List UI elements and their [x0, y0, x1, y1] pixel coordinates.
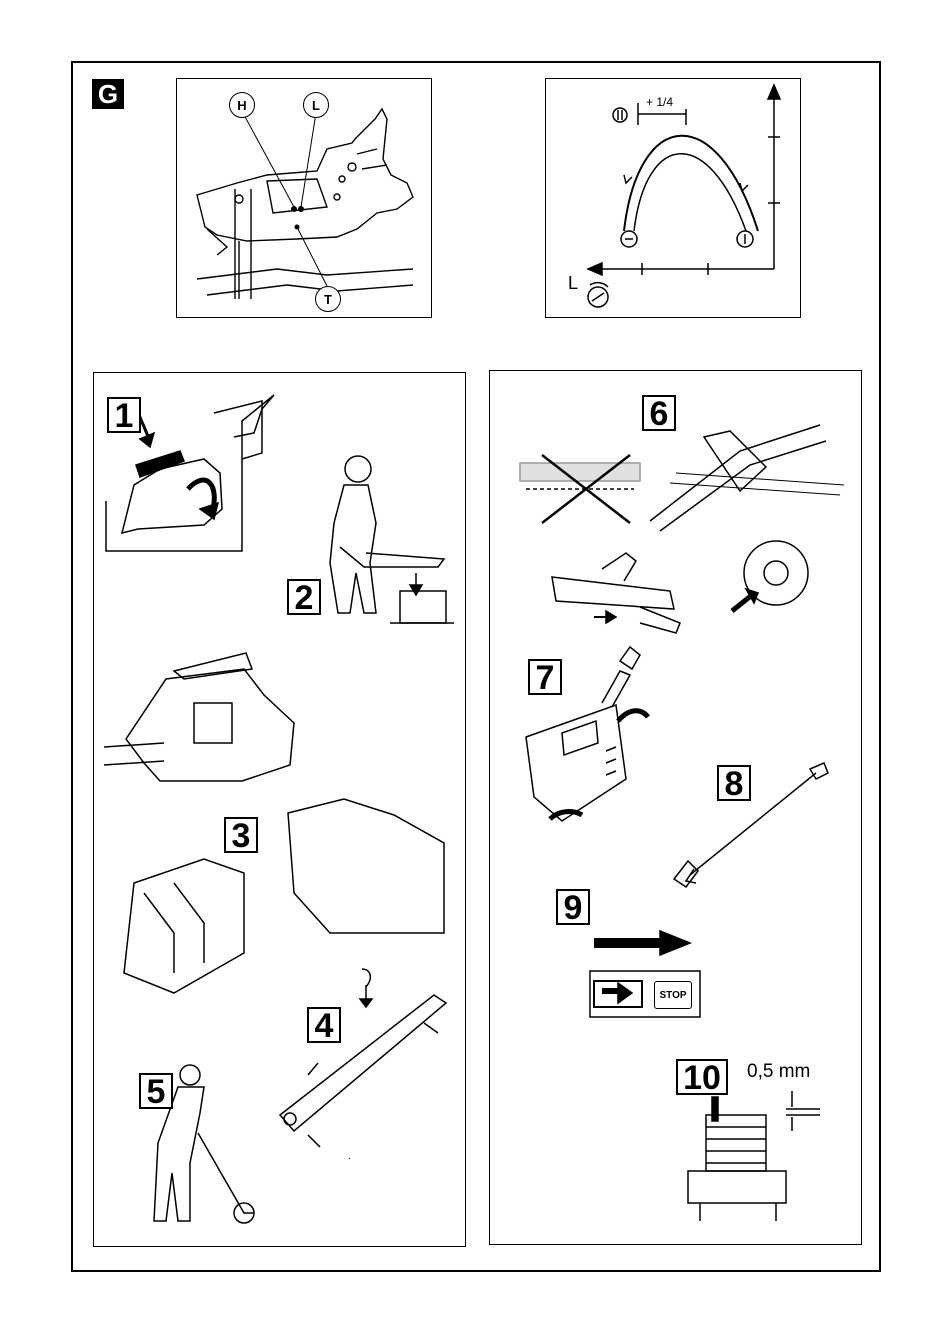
- section-badge: G: [92, 79, 124, 109]
- adjustment-increment-label: + 1/4: [646, 95, 673, 109]
- adjustment-chart-panel: + 1/4 L: [545, 78, 801, 318]
- step-number-2: 2: [287, 579, 321, 615]
- step-number-7: 7: [528, 659, 562, 695]
- spark-plug-gap-label: 0,5 mm: [747, 1061, 810, 1083]
- step-number-9: 9: [556, 889, 590, 925]
- carburetor-label-t: T: [315, 286, 341, 312]
- step-number-3: 3: [224, 817, 258, 853]
- left-steps-panel: . 1 2 3 4 5: [93, 372, 466, 1247]
- step-number-8: 8: [717, 765, 751, 801]
- right-steps-panel: 6 7 8 9 10 STOP 0,5 mm: [489, 370, 862, 1245]
- adjustment-chart-illustration: [546, 79, 802, 319]
- step-number-6: 6: [642, 395, 676, 431]
- adjustment-axis-label: L: [568, 273, 578, 294]
- step-number-5: 5: [139, 1073, 173, 1109]
- carburetor-panel: H L T: [176, 78, 432, 318]
- step-number-1: 1: [107, 397, 141, 433]
- right-steps-illustrations: [490, 371, 863, 1246]
- carburetor-illustration: [177, 79, 433, 319]
- carburetor-label-l: L: [303, 92, 329, 118]
- step-number-10: 10: [676, 1059, 728, 1095]
- left-steps-illustrations: .: [94, 373, 467, 1248]
- step-number-4: 4: [307, 1007, 341, 1043]
- carburetor-label-h: H: [229, 92, 255, 118]
- svg-text:.: .: [348, 1151, 351, 1162]
- stop-switch-label: STOP: [654, 981, 692, 1009]
